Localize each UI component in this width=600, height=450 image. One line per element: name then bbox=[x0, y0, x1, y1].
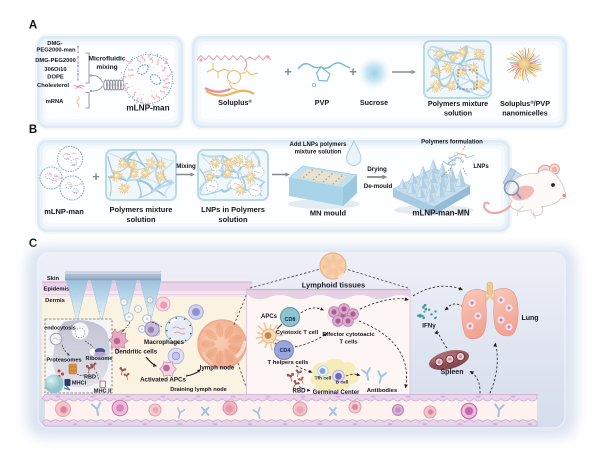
svg-text:Lung: Lung bbox=[521, 315, 538, 322]
svg-text:Epidemis: Epidemis bbox=[44, 287, 70, 293]
svg-text:O: O bbox=[312, 83, 317, 89]
svg-text:Sucrose: Sucrose bbox=[360, 98, 388, 107]
svg-text:CD4: CD4 bbox=[280, 348, 291, 354]
svg-text:Tfh cell: Tfh cell bbox=[315, 376, 332, 382]
svg-text:RBD: RBD bbox=[84, 375, 96, 381]
svg-text:Macrophages: Macrophages bbox=[144, 339, 184, 346]
svg-text:endocytosis: endocytosis bbox=[44, 326, 75, 332]
svg-text:Skin: Skin bbox=[47, 276, 60, 282]
svg-text:Add LNPs polymers: Add LNPs polymers bbox=[289, 142, 347, 148]
svg-text:Dermis: Dermis bbox=[45, 298, 65, 304]
svg-text:Spleen: Spleen bbox=[441, 369, 464, 376]
svg-text:LNPs in Polymers: LNPs in Polymers bbox=[201, 205, 265, 214]
svg-text:DOPE: DOPE bbox=[47, 75, 64, 81]
svg-text:De-mould: De-mould bbox=[364, 183, 393, 190]
svg-text:PEG2000-man: PEG2000-man bbox=[37, 48, 76, 54]
svg-text:Mixing: Mixing bbox=[176, 163, 196, 170]
svg-text:mLNP-man-MN: mLNP-man-MN bbox=[412, 209, 470, 218]
svg-text:IFNγ: IFNγ bbox=[422, 323, 436, 330]
svg-text:+: + bbox=[284, 64, 292, 79]
svg-text:nanomicelles: nanomicelles bbox=[502, 109, 548, 118]
svg-text:+: + bbox=[349, 64, 357, 79]
svg-text:solution: solution bbox=[218, 215, 248, 224]
svg-text:Cyiotoxic T cell: Cyiotoxic T cell bbox=[276, 330, 319, 336]
svg-text:A: A bbox=[29, 20, 37, 32]
svg-text:MHCI: MHCI bbox=[72, 381, 87, 387]
svg-text:DMG-PEG2000: DMG-PEG2000 bbox=[35, 58, 76, 64]
svg-text:Proteasomes: Proteasomes bbox=[46, 358, 81, 364]
svg-text:mixture solution: mixture solution bbox=[295, 150, 342, 156]
svg-text:Dendritic cells: Dendritic cells bbox=[115, 349, 158, 356]
svg-text:C: C bbox=[29, 238, 37, 250]
svg-text:Germinal Center: Germinal Center bbox=[313, 390, 360, 396]
svg-text:B: B bbox=[29, 124, 37, 136]
svg-text:306Oi10: 306Oi10 bbox=[44, 67, 66, 73]
svg-text:LNPs: LNPs bbox=[473, 164, 489, 170]
svg-text:Activated APCs: Activated APCs bbox=[140, 377, 186, 384]
svg-text:Antibodies: Antibodies bbox=[367, 388, 398, 394]
svg-text:mLNP-man: mLNP-man bbox=[44, 207, 84, 216]
svg-text:T helpers cells: T helpers cells bbox=[268, 360, 310, 366]
svg-text:Drying: Drying bbox=[367, 166, 387, 173]
svg-text:Cholesterol: Cholesterol bbox=[37, 83, 69, 89]
svg-text:+: + bbox=[92, 169, 100, 184]
svg-text:Polymers mixture: Polymers mixture bbox=[110, 205, 173, 214]
svg-text:Polymers formulation: Polymers formulation bbox=[421, 140, 483, 146]
svg-text:mLNP-man: mLNP-man bbox=[126, 104, 169, 113]
svg-text:PVP: PVP bbox=[315, 98, 330, 107]
svg-text:T cells: T cells bbox=[339, 340, 357, 346]
svg-text:MHC II: MHC II bbox=[94, 389, 112, 395]
svg-text:Soluplus®: Soluplus® bbox=[218, 98, 252, 107]
svg-text:Ribosome: Ribosome bbox=[85, 356, 112, 362]
svg-text:APCs: APCs bbox=[261, 314, 278, 320]
svg-text:Draining lymph node: Draining lymph node bbox=[170, 387, 227, 393]
svg-text:RBD: RBD bbox=[293, 389, 307, 395]
svg-text:mixing: mixing bbox=[96, 64, 117, 71]
svg-text:B cell: B cell bbox=[336, 380, 349, 386]
svg-text:Lymphoid tissues: Lymphoid tissues bbox=[302, 281, 365, 290]
svg-text:DMG-: DMG- bbox=[47, 41, 63, 47]
svg-text:Microfluidic: Microfluidic bbox=[89, 56, 126, 63]
svg-text:mRNA: mRNA bbox=[46, 99, 65, 105]
svg-text:Soluplus®/PVP: Soluplus®/PVP bbox=[500, 99, 550, 108]
svg-text:solution: solution bbox=[444, 109, 472, 118]
svg-text:solution: solution bbox=[126, 215, 156, 224]
svg-text:MN mould: MN mould bbox=[310, 209, 347, 218]
svg-text:CD8: CD8 bbox=[285, 317, 296, 323]
svg-text:Polymers mixture: Polymers mixture bbox=[428, 99, 488, 108]
svg-text:Effector cytotoacic: Effector cytotoacic bbox=[322, 332, 375, 338]
svg-text:lymph node: lymph node bbox=[200, 365, 235, 372]
